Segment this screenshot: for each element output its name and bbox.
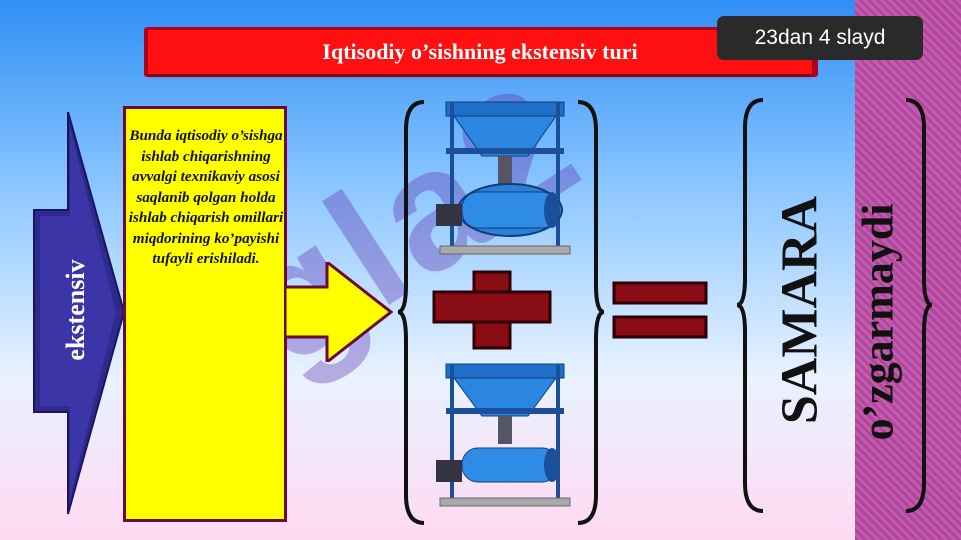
slide-counter-badge: 23dan 4 slayd: [717, 16, 923, 60]
title-bar: Iqtisodiy o’sishning ekstensiv turi: [148, 30, 812, 74]
side-stripe: [855, 0, 961, 540]
samara-right-brace-icon: [905, 98, 932, 513]
slide-title: Iqtisodiy o’sishning ekstensiv turi: [322, 39, 638, 64]
arrow-right-icon: [285, 262, 394, 362]
equals-icon: [612, 281, 708, 339]
machine-image: [436, 363, 571, 507]
description-text: Bunda iqtisodiy o’sishga ishlab chiqaris…: [128, 127, 284, 267]
samara-left-brace-icon: [737, 98, 764, 513]
right-brace-icon: [577, 100, 604, 525]
left-brace-icon: [398, 100, 425, 525]
description-box: [123, 106, 287, 522]
plus-icon: [432, 270, 552, 350]
machine-image: [436, 101, 571, 255]
left-arrow-icon: [33, 112, 125, 515]
